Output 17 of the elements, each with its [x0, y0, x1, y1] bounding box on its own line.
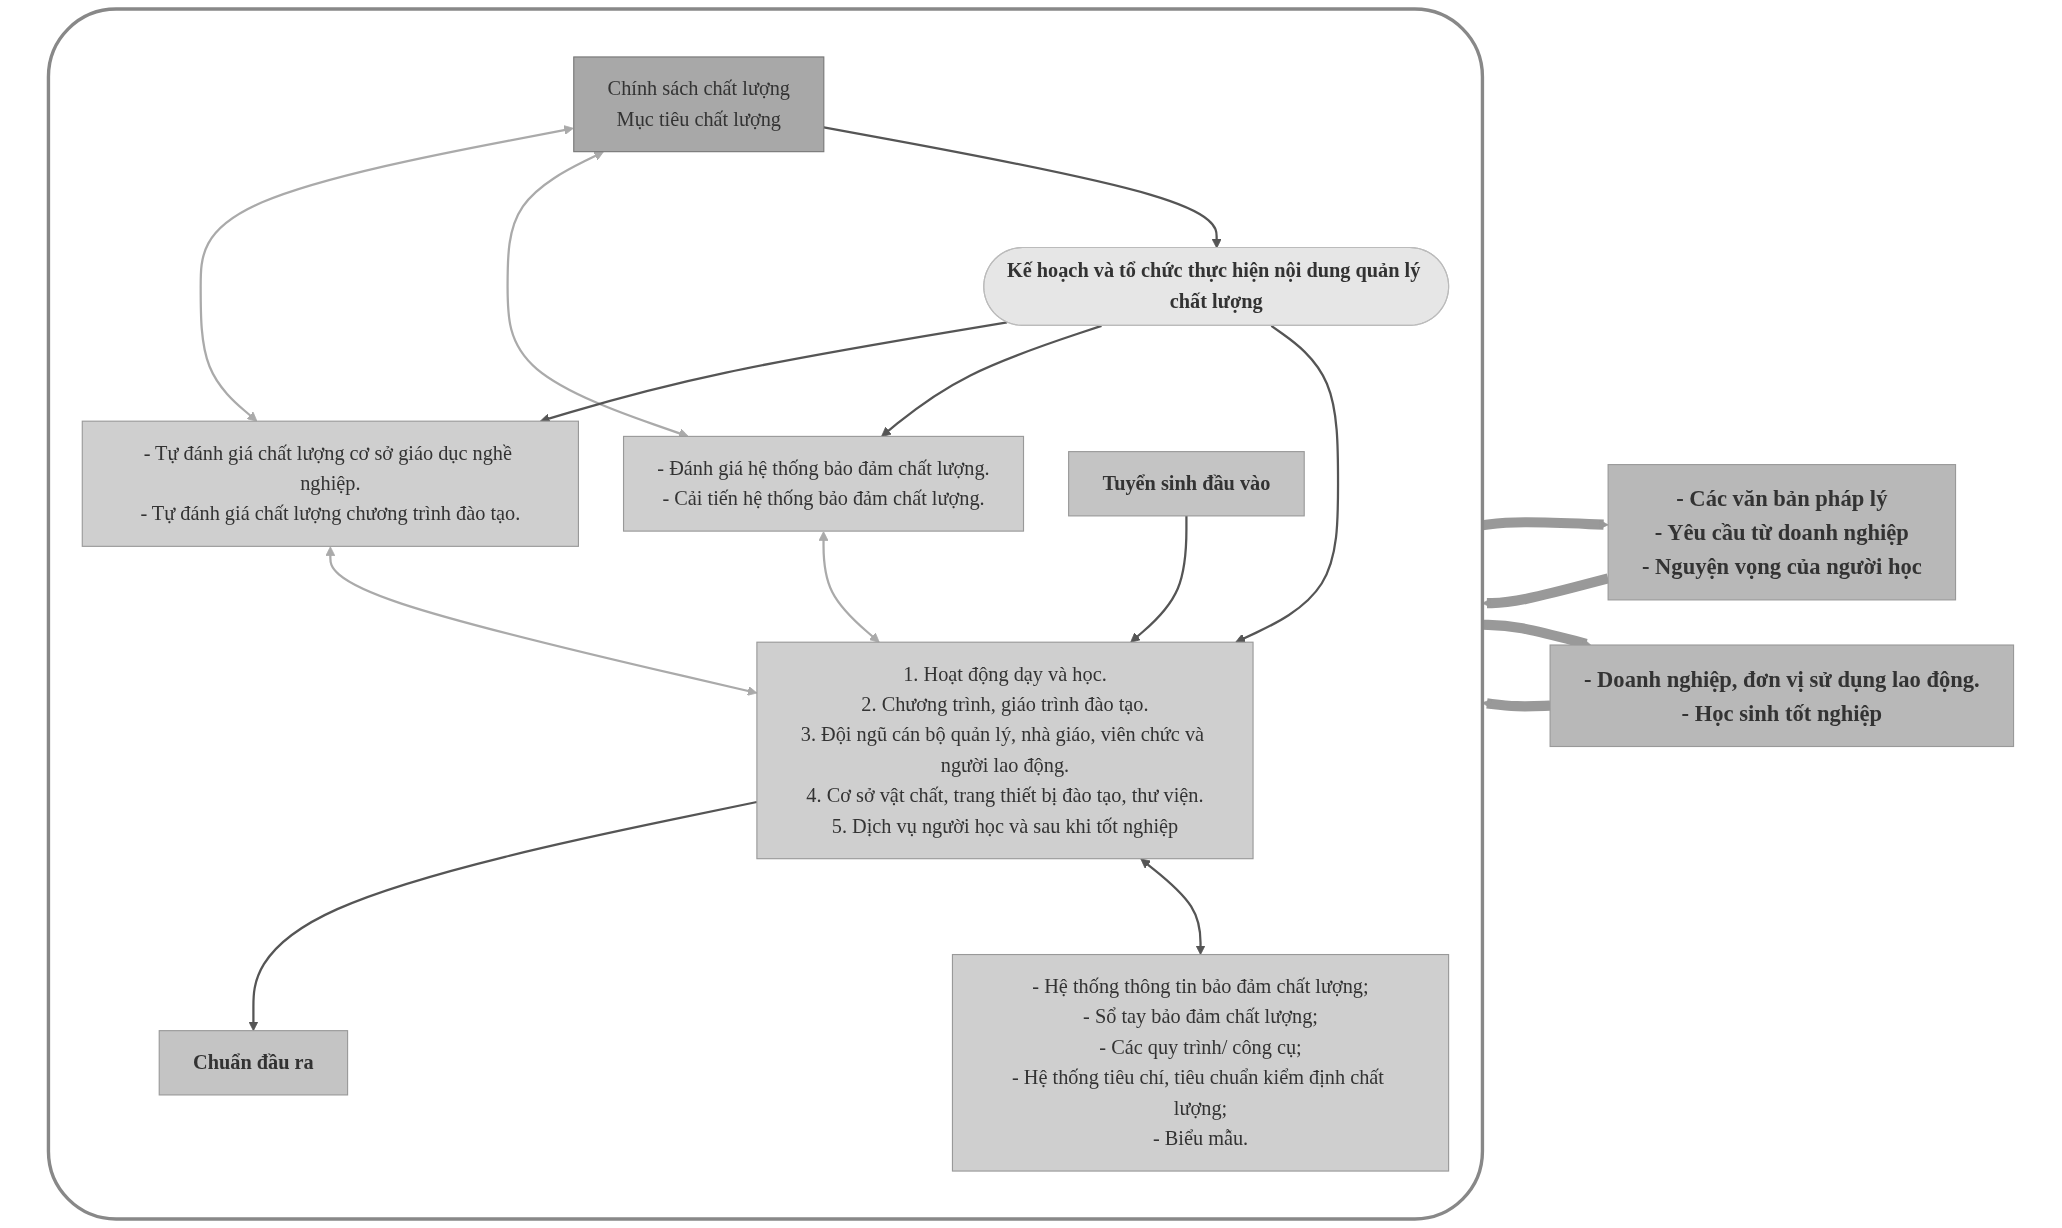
node-box: - Hệ thống thông tin bảo đảm chất lượng; - Sổ tay bảo đảm chất lượng; - Các quy trình/ công cụ; - Hệ thống tiêu chí, tiêu chuẩn kiểm định chất lượng; - Biểu mẫu.: [951, 954, 1450, 1172]
node-box: - Tự đánh giá chất lượng cơ sở giáo dục nghề nghiệp. - Tự đánh giá chất lượng chương trình đào tạo.: [81, 420, 579, 547]
cluster: [46, 7, 1485, 1221]
arrow: [823, 126, 1222, 249]
arrow: [881, 324, 1102, 437]
node-box: Tuyển sinh đầu vào: [1068, 451, 1305, 517]
node-box: - Đánh giá hệ thống bảo đảm chất lượng. - Cải tiến hệ thống bảo đảm chất lượng.: [622, 435, 1025, 532]
arrow: [1130, 515, 1188, 643]
arrow: [818, 531, 880, 643]
arrow: [199, 125, 574, 422]
node-box: Chính sách chất lượng Mục tiêu chất lượng: [573, 56, 825, 153]
arrow: [1140, 858, 1206, 955]
arrow: [1235, 324, 1340, 643]
node-box: Chuẩn đầu ra: [158, 1030, 349, 1096]
node-box: - Doanh nghiệp, đơn vị sử dụng lao động. - Học sinh tốt nghiệp: [1549, 644, 2015, 748]
node-box: 1. Hoạt động dạy và học. 2. Chương trình, giáo trình đào tạo. 3. Đội ngũ cán bộ quản lý, nhà giáo, viên chức và người lao động. 4. Cơ sở vật chất, trang thiết bị đào tạo, thư viện. 5. Dịch vụ người học và sau khi tốt nghiệp: [756, 641, 1254, 860]
node-box: - Các văn bản pháp lý - Yêu cầu từ doanh nghiệp - Nguyện vọng của người học: [1607, 464, 1957, 601]
